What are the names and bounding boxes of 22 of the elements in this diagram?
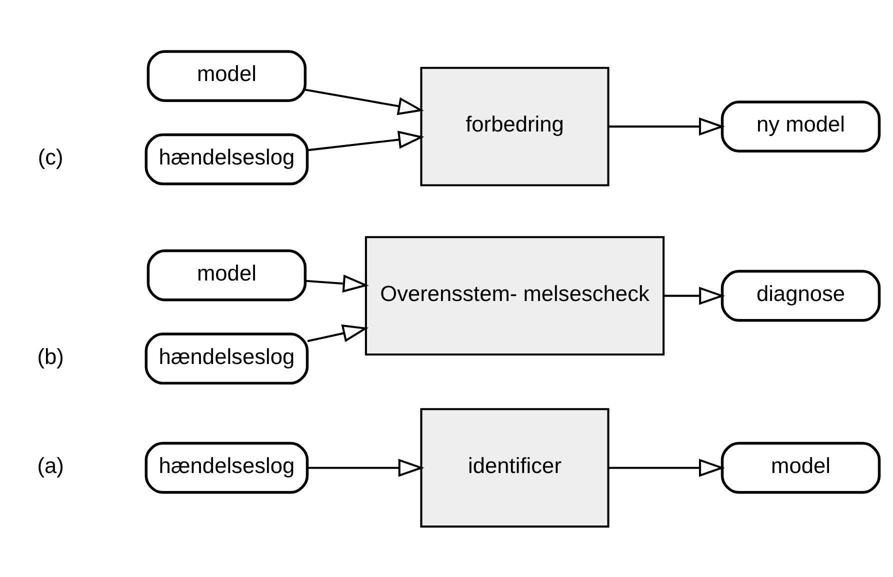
arrow [308, 458, 424, 476]
arrow [608, 116, 725, 136]
node-box: hændelseslog [144, 441, 309, 494]
node-box: hændelseslog [144, 332, 309, 384]
node-box: identificer [420, 408, 610, 528]
label: (b) [37, 343, 64, 368]
node-box: Overensstem- melsescheck [364, 236, 665, 356]
arrow [608, 458, 725, 476]
node-box: model [146, 248, 307, 301]
node-box: ny model [720, 100, 881, 152]
node-box: forbedring [420, 66, 610, 186]
node-box: diagnose [720, 269, 881, 322]
label: (c) [38, 144, 64, 169]
arrow [307, 130, 424, 151]
arrow [305, 274, 369, 292]
arrow [305, 88, 424, 115]
label: (a) [37, 452, 64, 478]
node-box: hændelseslog [144, 132, 309, 185]
node-box: model [146, 50, 307, 102]
node-box: model [720, 441, 881, 494]
arrow [307, 324, 369, 342]
arrow [664, 286, 726, 304]
